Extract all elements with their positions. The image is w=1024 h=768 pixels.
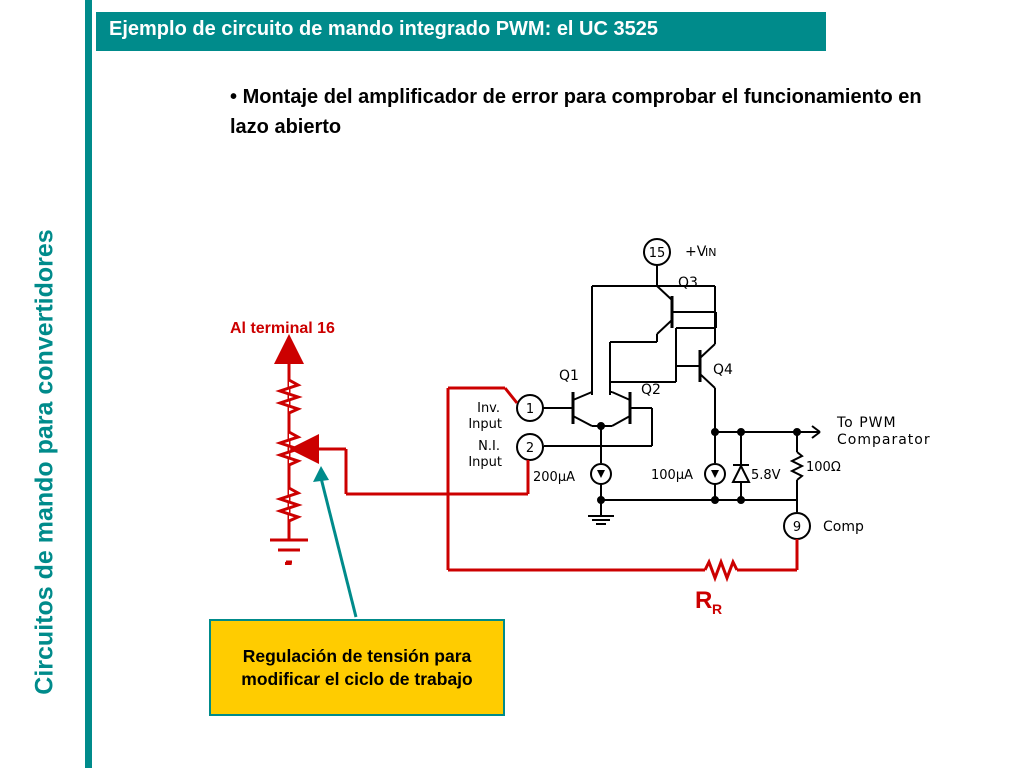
inv-input-line2: Input [468, 417, 502, 432]
side-bar [85, 0, 92, 768]
header-box [96, 12, 826, 51]
resistor-100-label: 100Ω [806, 460, 841, 475]
pin-9-label: 9 [793, 520, 801, 535]
ni-input-line2: Input [468, 455, 502, 470]
q2-label: Q2 [641, 382, 661, 398]
to-pwm-line2: Comparator [837, 432, 931, 448]
ic-schematic [516, 238, 821, 540]
vin-sub: IN [705, 246, 716, 259]
q4-label: Q4 [713, 362, 733, 378]
zener-label: 5.8V [751, 468, 781, 483]
page-title: Ejemplo de circuito de mando integrado P… [109, 18, 658, 40]
to-pwm-line1: To PWM [836, 415, 897, 431]
callout-arrow [319, 477, 358, 618]
minus-sign: - [284, 546, 293, 576]
bullet-text: Montaje del amplificador de error para c… [230, 86, 922, 138]
q3-label: Q3 [678, 275, 698, 291]
callout-box: Regulación de tensión para modificar el … [209, 619, 505, 716]
inv-input-line1: Inv. [477, 401, 500, 416]
comp-label: Comp [823, 519, 864, 535]
pin-15-label: 15 [649, 246, 666, 261]
external-wiring [270, 334, 799, 583]
rr-label: R [695, 587, 712, 614]
q1-label: Q1 [559, 368, 579, 384]
vin-label: +V [685, 244, 707, 260]
pin-2-label: 2 [526, 441, 534, 456]
current-100-label: 100μA [651, 468, 693, 483]
bullet-marker: • [230, 86, 238, 108]
ni-input-line1: N.I. [478, 439, 500, 454]
callout-text: Regulación de tensión para modificar el … [241, 645, 473, 689]
current-200-label: 200μA [533, 470, 575, 485]
rr-sub: R [712, 601, 722, 617]
bullet-point: • Montaje del amplificador de error para… [230, 82, 930, 142]
terminal-16-label: Al terminal 16 [230, 320, 335, 337]
pin-1-label: 1 [526, 402, 534, 417]
